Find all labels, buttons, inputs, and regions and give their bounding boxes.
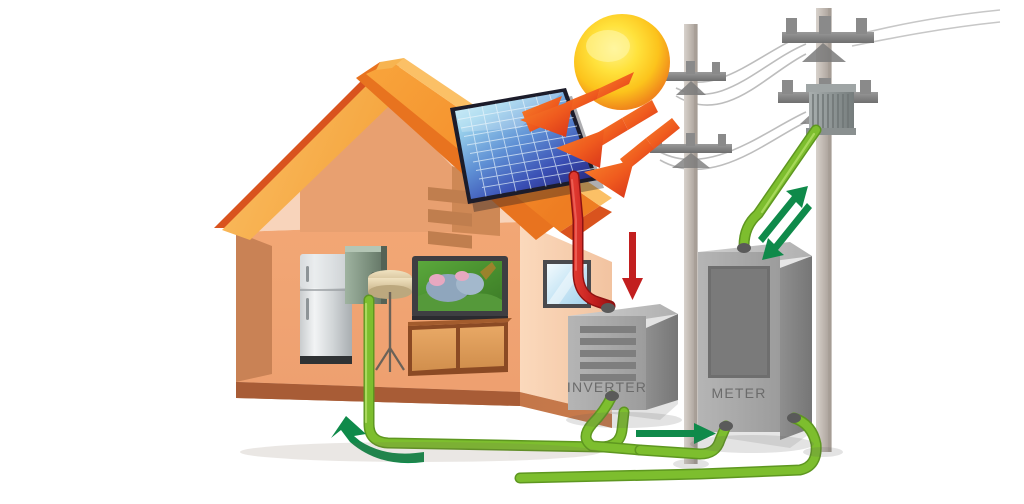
refrigerator <box>300 254 352 364</box>
television <box>412 256 508 320</box>
cabinet <box>408 318 512 376</box>
sunlight-arrow-1 <box>520 72 634 137</box>
meter: METER <box>698 242 812 448</box>
inverter: INVERTER <box>567 304 678 420</box>
cable-grommets <box>601 243 801 431</box>
dc-cable-panel-to-inverter <box>568 170 616 312</box>
transformer-icon <box>806 84 856 135</box>
sunlight-arrow-3 <box>584 118 680 198</box>
ac-cable-network <box>363 124 822 484</box>
grid-export-arrow <box>758 186 808 243</box>
sunlight-arrow-2 <box>556 100 658 168</box>
inverter-vents <box>580 326 636 381</box>
grid-import-arrow <box>762 203 812 260</box>
inverter-label: INVERTER <box>567 379 647 395</box>
utility-pole-right <box>778 8 878 452</box>
sun <box>574 14 670 110</box>
ac-flow-arrow-house <box>331 416 424 464</box>
attic-shelves <box>428 186 472 249</box>
ac-flow-arrow-to-meter <box>636 423 716 444</box>
floor-lamp <box>368 270 412 372</box>
ground-shadows <box>240 412 843 469</box>
dc-flow-arrow <box>622 232 643 300</box>
utility-pole-left <box>650 24 732 464</box>
meter-label: METER <box>712 385 767 401</box>
